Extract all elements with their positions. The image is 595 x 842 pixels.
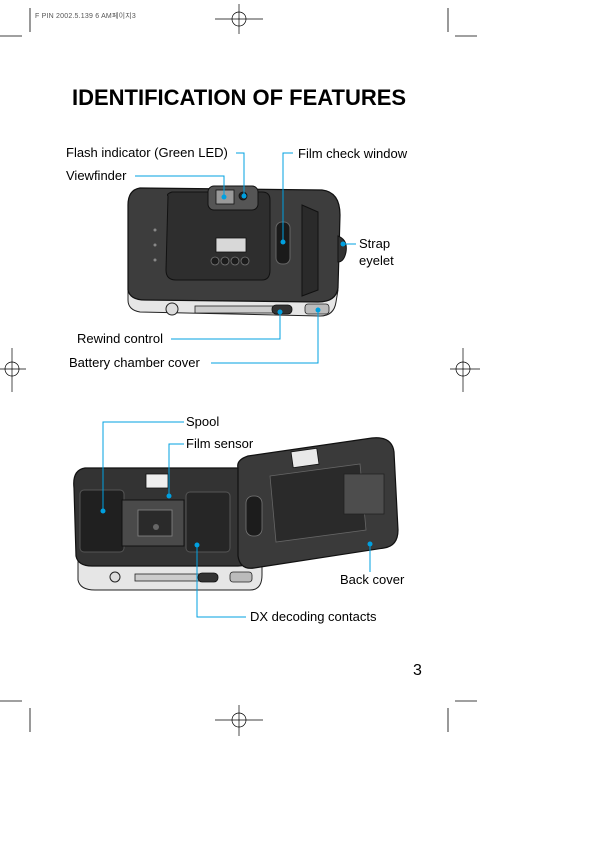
page-number: 3 [413, 662, 422, 679]
callout-lines [102, 152, 371, 618]
crop-marks [0, 8, 477, 732]
label-dx-decoding-contacts: DX decoding contacts [250, 609, 377, 624]
label-film-check-window: Film check window [298, 146, 408, 161]
label-strap-eyelet-line1: Strap [359, 236, 391, 251]
camera-open-illustration [73, 437, 399, 591]
registration-mark-top [215, 4, 263, 34]
registration-mark-left [0, 348, 26, 392]
label-battery-chamber-cover: Battery chamber cover [69, 355, 200, 370]
registration-mark-right [450, 348, 480, 392]
label-strap-eyelet-line2: eyelet [359, 253, 394, 268]
camera-back-illustration [127, 185, 347, 317]
page-title: IDENTIFICATION OF FEATURES [72, 85, 407, 110]
label-viewfinder: Viewfinder [66, 168, 127, 183]
label-rewind-control: Rewind control [77, 331, 163, 346]
label-film-sensor: Film sensor [186, 436, 254, 451]
callout-dots [100, 193, 373, 548]
print-header: F PIN 2002.5.139 6 AM페이지3 [35, 13, 136, 20]
registration-mark-bottom [215, 705, 263, 736]
label-back-cover: Back cover [340, 572, 405, 587]
label-flash-indicator: Flash indicator (Green LED) [66, 145, 228, 160]
label-spool: Spool [186, 414, 220, 429]
